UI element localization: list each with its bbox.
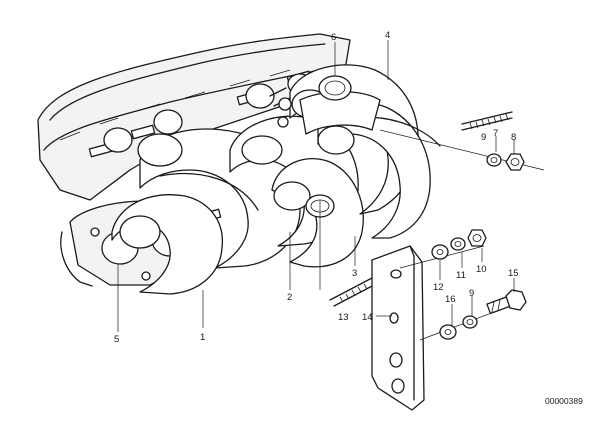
callout-10: 10	[476, 264, 487, 275]
callout-14: 14	[362, 312, 373, 323]
callout-5: 5	[114, 334, 119, 345]
callout-2: 2	[287, 292, 292, 303]
callout-9-lower: 9	[469, 288, 474, 299]
diagram-code: 00000389	[545, 396, 583, 406]
callout-12: 12	[433, 282, 444, 293]
bracket-14	[371, 245, 425, 411]
callout-15: 15	[508, 268, 519, 279]
washer-16	[439, 324, 457, 340]
bolt-15	[486, 289, 527, 315]
callout-7: 7	[493, 128, 498, 139]
outlet-flange	[269, 87, 381, 135]
lock-washer-11	[450, 237, 466, 251]
callout-1: 1	[200, 332, 205, 343]
callout-3: 3	[352, 268, 357, 279]
nut-10	[467, 229, 487, 247]
callout-13: 13	[338, 312, 349, 323]
callout-labels: 1 2 3 4 5 6 7 8 9 10 11 12 13 14 15 16 9	[114, 30, 519, 345]
stud-13	[319, 200, 377, 307]
washer-9-lower	[462, 315, 478, 329]
washer-9	[486, 153, 502, 167]
cylinder-head-body	[37, 33, 351, 264]
nut-8	[505, 153, 525, 171]
callout-8: 8	[511, 132, 516, 143]
callout-9: 9	[481, 132, 486, 143]
callout-6: 6	[331, 32, 336, 43]
washer-12	[431, 244, 449, 260]
callout-16: 16	[445, 294, 456, 305]
callout-4: 4	[385, 30, 390, 41]
leader-lines	[117, 40, 515, 332]
callout-11: 11	[456, 270, 466, 281]
